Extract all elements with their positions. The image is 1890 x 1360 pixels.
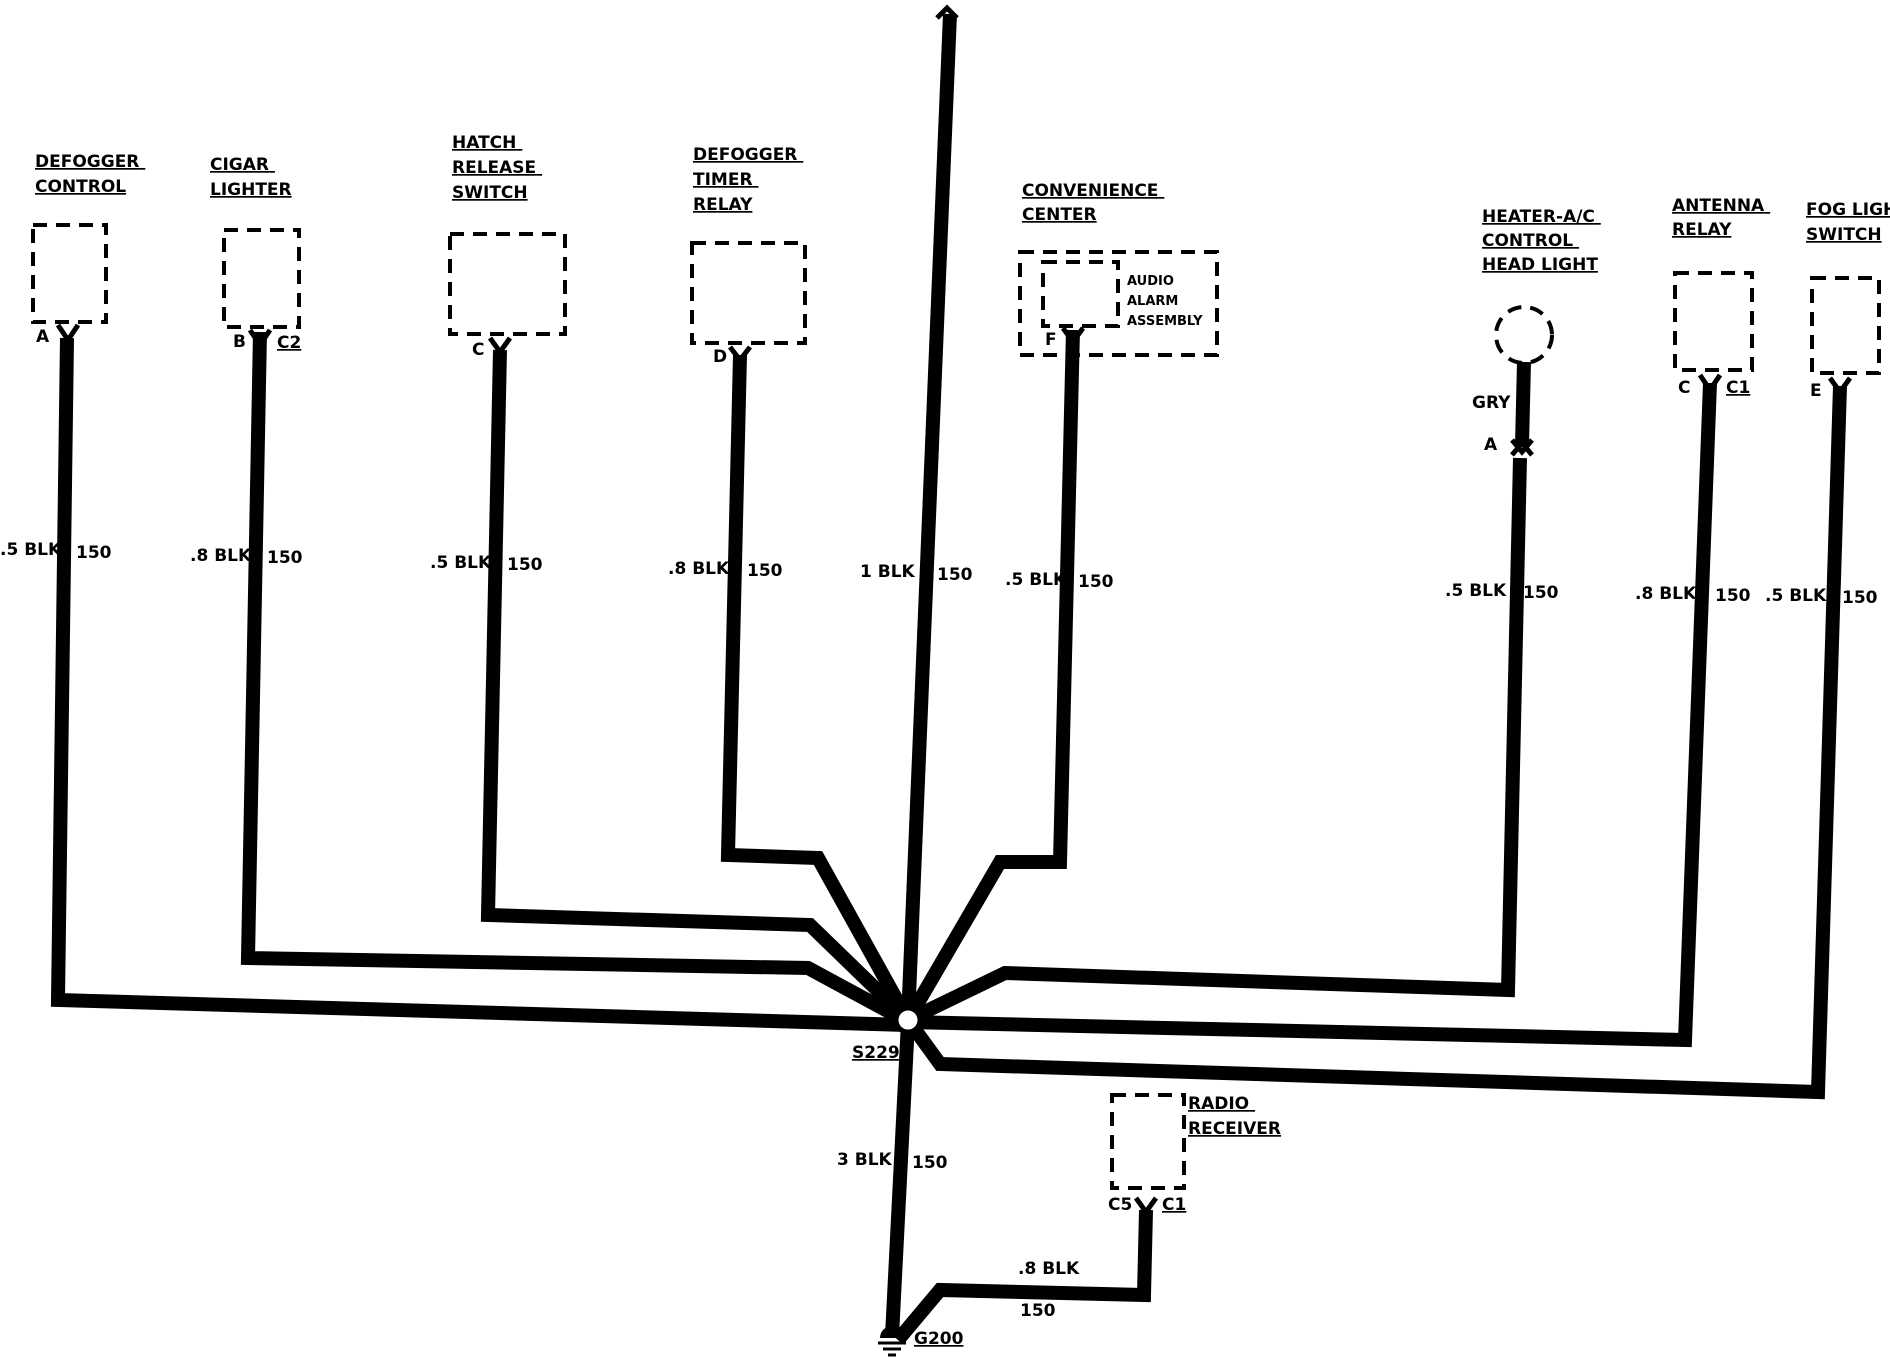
wire-radio-receiver [892,1209,1153,1345]
fog-light-switch-box [1810,276,1881,375]
terminal-icon [487,336,513,357]
wire-gry-lead [1515,361,1531,446]
connector-label: C2 [277,333,301,353]
circuit-label: 150 [1020,1301,1056,1321]
title-fog-light-switch: FOG LIGHT SWITCH [1806,200,1890,245]
ground-g200: G200 [878,1326,964,1357]
circuit-label: 150 [747,561,783,581]
terminal-icon [247,328,273,350]
splice-s229: S229 [852,1005,923,1063]
wire-size-label: .5 BLK [430,553,492,573]
terminal-label: D [713,347,727,367]
ground-icon [880,1326,904,1338]
audio-alarm-assembly-box [1041,260,1120,328]
circuit-label: 150 [507,555,543,575]
wire-size-label: 3 BLK [837,1150,893,1170]
circuit-label: 150 [1842,588,1878,608]
antenna-relay-box [1673,271,1754,372]
terminal-label: F [1045,330,1057,350]
connector-label: C1 [1726,378,1750,398]
title-defogger-timer-relay: DEFOGGER TIMER RELAY [693,145,803,215]
wire-size-label: .5 BLK [1445,581,1507,601]
wire-defogger-control [50,337,909,1032]
circuit-label: 150 [937,565,973,585]
ground-label: G200 [914,1329,964,1349]
wire-ground-lead [885,1021,915,1337]
title-antenna-relay: ANTENNA RELAY [1672,196,1770,240]
title-heater-ac-control-head-light: HEATER-A/C CONTROL HEAD LIGHT [1482,207,1601,275]
terminals [55,4,1853,1217]
hatch-release-switch-box [448,232,567,336]
convenience-center-outer-box [1018,250,1219,357]
terminal-labels: A B C2 C D F GRY A C C1 E C5 C1 [36,327,1822,1215]
wire-size-label: .8 BLK [1635,584,1697,604]
terminal-label: E [1810,381,1822,401]
title-convenience-center: CONVENIENCE CENTER [1022,181,1164,225]
lead-color-label: GRY [1472,393,1511,413]
wire-hatch-release-switch [480,349,913,1026]
wire-defogger-timer-relay [720,354,915,1024]
circuit-label: 150 [267,548,303,568]
terminal-icon [1827,376,1853,397]
wire-labels: .5 BLK 150 .8 BLK 150 .5 BLK 150 .8 BLK … [0,540,1878,1321]
title-hatch-release-switch: HATCH RELEASE SWITCH [452,133,542,203]
connector-label: C1 [1162,1195,1186,1215]
wire-size-label: .8 BLK [190,546,252,566]
wire-size-label: .5 BLK [0,540,62,560]
terminal-label: C [472,340,484,360]
wire-heater-ac-control [904,457,1527,1027]
title-radio-receiver: RADIO RECEIVER [1188,1094,1281,1139]
terminal-icon [1133,1196,1159,1217]
defogger-timer-relay-box [690,241,807,345]
cigar-lighter-box [222,228,301,329]
wire-antenna-relay [907,382,1717,1048]
circuit-label: 150 [1523,583,1559,603]
subtitle-audio-alarm-assembly: AUDIO ALARM ASSEMBLY [1127,274,1203,329]
splice-node-icon [893,1005,923,1035]
defogger-control-box [31,223,108,324]
wire-size-label: 1 BLK [860,562,916,582]
circuit-label: 150 [1078,572,1114,592]
trunk-wire [901,13,957,1021]
terminal-label: C [1678,378,1690,398]
component-titles: DEFOGGER CONTROL CIGAR LIGHTER HATCH REL… [35,133,1890,1139]
circuit-label: 150 [912,1153,948,1173]
terminal-label: B [233,332,246,352]
wire-size-label: .8 BLK [668,559,730,579]
terminal-label: C5 [1108,1195,1132,1215]
wire-size-label: .5 BLK [1765,586,1827,606]
terminal-icon [55,323,81,345]
circuit-label: 150 [76,543,112,563]
terminal-icon [728,345,752,365]
wire-size-label: .8 BLK [1018,1259,1080,1279]
component-boxes [31,223,1881,1190]
wire-fog-light-switch [902,385,1847,1100]
circuit-label: 150 [1715,586,1751,606]
splice-label: S229 [852,1043,900,1063]
wires [50,13,1847,1345]
terminal-icon [1060,326,1086,347]
terminal-label: A [36,327,50,347]
radio-receiver-box [1110,1093,1186,1190]
trunk-top-terminal-icon [935,4,959,20]
terminal-icon [1697,373,1723,395]
wire-cigar-lighter [240,331,912,1029]
terminal-icon [1510,438,1534,457]
terminal-label: A [1484,435,1498,455]
title-cigar-lighter: CIGAR LIGHTER [210,155,292,200]
wire-size-label: .5 BLK [1005,570,1067,590]
head-light-lamp-icon [1494,305,1554,365]
wire-convenience-center [901,329,1080,1024]
title-defogger-control: DEFOGGER CONTROL [35,152,145,197]
